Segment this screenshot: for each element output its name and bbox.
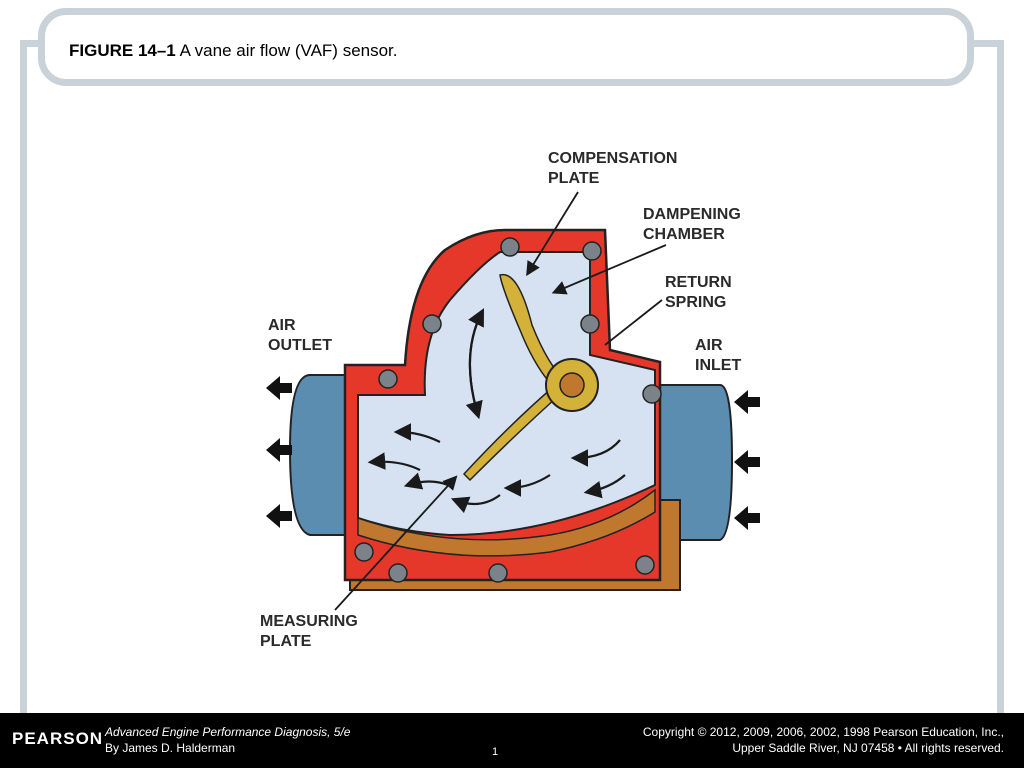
frame-left-top: [20, 40, 44, 47]
label-compensation-plate-2: PLATE: [548, 170, 600, 187]
label-air-inlet-2: INLET: [695, 357, 741, 374]
airflow-arrows: [367, 308, 626, 514]
outlet-arrows: [266, 376, 292, 528]
book-author: By James D. Halderman: [105, 741, 236, 755]
bolt: [642, 384, 662, 404]
label-dampening-chamber-1: DAMPENING: [643, 206, 741, 223]
bolt: [354, 542, 374, 562]
bolt: [580, 314, 600, 334]
measuring-plate-vane: [462, 380, 567, 482]
frame-left-bar: [20, 40, 27, 715]
label-compensation-plate-1: COMPENSATION: [548, 150, 677, 167]
figure-title: FIGURE 14–1 A vane air flow (VAF) sensor…: [69, 41, 398, 61]
leader-lines: [334, 191, 667, 611]
bolt: [488, 563, 508, 583]
inlet-arrows: [734, 390, 760, 530]
page-number: 1: [492, 746, 499, 758]
vaf-sensor-diagram: COMPENSATION PLATE DAMPENING CHAMBER RET…: [260, 150, 760, 650]
label-air-inlet-1: AIR: [695, 337, 723, 354]
label-measuring-plate-2: PLATE: [260, 633, 312, 650]
copyright-line-1: Copyright © 2012, 2009, 2006, 2002, 1998…: [642, 725, 1004, 739]
pearson-logo: PEARSON: [12, 729, 104, 748]
label-return-spring-1: RETURN: [665, 274, 732, 291]
label-air-outlet-2: OUTLET: [268, 337, 332, 354]
label-air-outlet-1: AIR: [268, 317, 296, 334]
label-measuring-plate-1: MEASURING: [260, 613, 358, 630]
bolt: [582, 241, 602, 261]
figure-title-box: FIGURE 14–1 A vane air flow (VAF) sensor…: [38, 8, 974, 86]
frame-right-bar: [997, 40, 1004, 715]
bolt: [635, 555, 655, 575]
label-return-spring-2: SPRING: [665, 294, 726, 311]
book-title: Advanced Engine Performance Diagnosis, 5…: [105, 725, 351, 739]
vane-hub-inner: [559, 372, 585, 398]
lower-wall: [357, 488, 656, 557]
figure-number: FIGURE 14–1: [69, 41, 176, 60]
bolt: [422, 314, 442, 334]
copyright-line-2: Upper Saddle River, NJ 07458 • All right…: [732, 741, 1004, 755]
outlet-duct: [288, 374, 351, 536]
bolt: [388, 563, 408, 583]
bolt: [500, 237, 520, 257]
bolt: [378, 369, 398, 389]
label-dampening-chamber-2: CHAMBER: [643, 226, 725, 243]
figure-caption: A vane air flow (VAF) sensor.: [179, 41, 398, 60]
slide-footer: PEARSON Advanced Engine Performance Diag…: [0, 713, 1024, 768]
frame-right-top: [968, 40, 1004, 47]
